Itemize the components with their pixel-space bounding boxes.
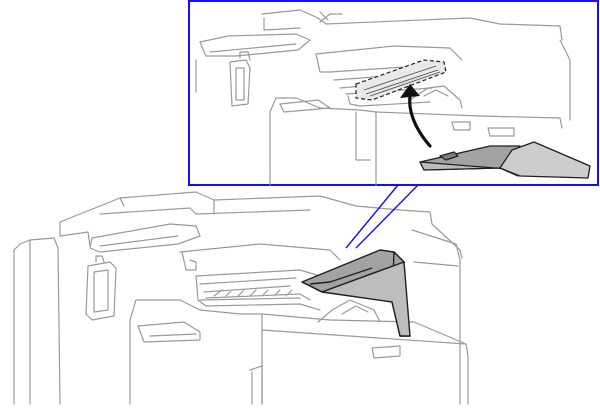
callout-line-left — [345, 184, 399, 249]
left-body-panel — [85, 261, 117, 321]
operation-panel — [89, 223, 201, 253]
right-body-handle — [371, 345, 401, 359]
copier-left-body — [13, 237, 61, 405]
inset-paper-stack — [409, 85, 463, 109]
output-tray-lines — [195, 269, 321, 301]
part-tab — [439, 151, 459, 161]
callout-line-right — [355, 184, 419, 249]
center-slot — [137, 321, 201, 343]
tray-frame — [179, 243, 341, 271]
copier-top-cover — [59, 191, 463, 259]
right-upper-side — [411, 229, 461, 405]
copier-right-body — [261, 313, 469, 405]
part-extension-arm — [499, 141, 591, 179]
curved-arrow-icon — [400, 84, 432, 148]
tray-extension-installed — [301, 249, 411, 337]
callout-lines — [345, 184, 419, 249]
copier-top-cover-inner — [99, 197, 311, 215]
magnified-inset — [188, 0, 599, 186]
inset-operation-panel — [199, 33, 311, 57]
copier-main-illustration — [13, 191, 469, 405]
tray-extension-front-face — [301, 261, 411, 337]
copier-foot-left — [249, 365, 263, 405]
paper-stack-outline — [317, 299, 381, 323]
inset-copier-lines — [195, 9, 571, 186]
tray-extension-slot — [309, 267, 373, 285]
dashed-selection-icon — [355, 59, 447, 101]
inset-tray-frame — [315, 45, 463, 73]
arrow-head — [400, 84, 420, 98]
tray-extension-part — [419, 141, 591, 179]
copier-center-body — [129, 299, 263, 405]
